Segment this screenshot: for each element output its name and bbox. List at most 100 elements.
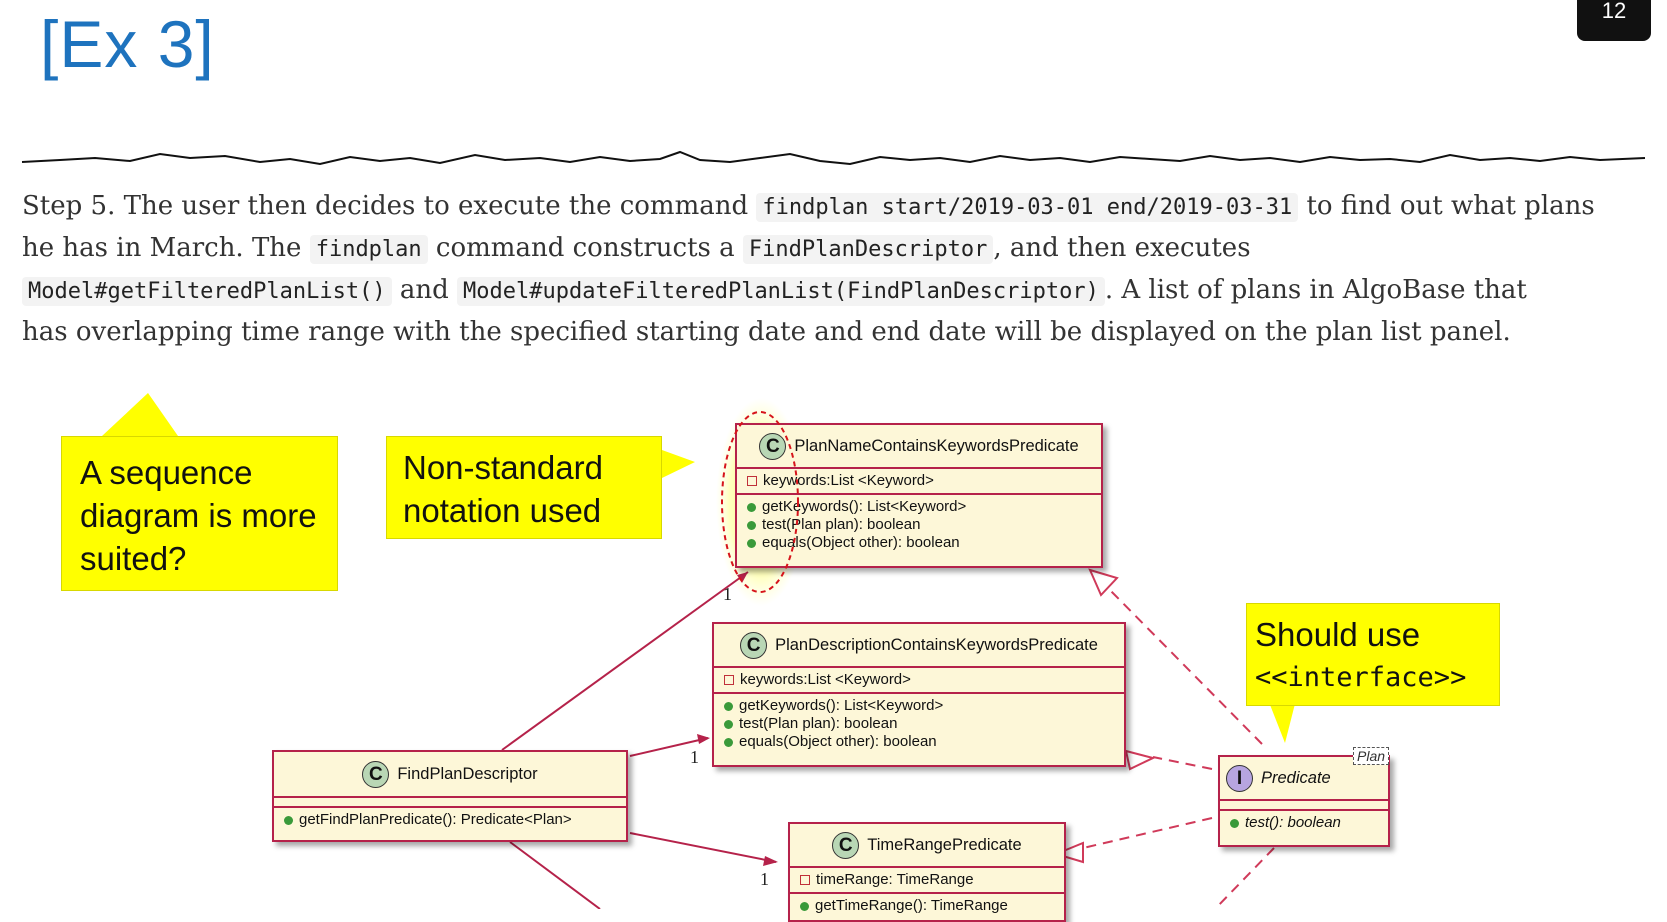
note-sequence-diagram: A sequence diagram is more suited? <box>61 436 338 591</box>
public-method-icon <box>724 719 733 729</box>
uml-fields: timeRange: TimeRange <box>790 868 1064 894</box>
class-icon: C <box>759 432 787 460</box>
uml-method: equals(Object other): boolean <box>739 733 937 750</box>
uml-method: getFindPlanPredicate(): Predicate<Plan> <box>299 811 572 828</box>
uml-fields: keywords:List <Keyword> <box>714 668 1124 694</box>
association-arrowhead <box>697 734 710 744</box>
uml-method: equals(Object other): boolean <box>762 534 960 551</box>
public-method-icon <box>747 502 756 512</box>
note-text: notation used <box>403 492 602 529</box>
paragraph-text: command constructs a <box>427 233 743 263</box>
uml-field: keywords:List <Keyword> <box>763 472 934 489</box>
uml-methods: getFindPlanPredicate(): Predicate<Plan> <box>274 808 626 832</box>
multiplicity-label: 1 <box>723 584 732 604</box>
class-icon: C <box>740 631 768 659</box>
uml-method: test(): boolean <box>1245 814 1341 831</box>
paragraph-text: to find out what plans <box>1298 191 1595 221</box>
association-line <box>629 737 709 757</box>
uml-class-name: PlanNameContainsKeywordsPredicate <box>794 436 1079 455</box>
uml-class-header: C FindPlanDescriptor <box>274 752 626 798</box>
highlight-ellipse <box>721 411 799 593</box>
note-nonstandard-notation: Non-standard notation used <box>386 436 662 539</box>
uml-method: test(Plan plan): boolean <box>762 516 921 533</box>
uml-fields-empty <box>1220 801 1388 811</box>
public-method-icon <box>724 701 733 711</box>
uml-field: timeRange: TimeRange <box>816 871 974 888</box>
uml-fields-empty <box>274 798 626 808</box>
association-line <box>509 841 601 909</box>
realization-line <box>1214 847 1275 909</box>
inline-code: FindPlanDescriptor <box>742 235 994 264</box>
paragraph-line-2: he has in March. The findplan command co… <box>22 233 1251 264</box>
realization-line <box>1102 582 1263 745</box>
uml-class-header: C PlanNameContainsKeywordsPredicate <box>737 425 1101 469</box>
public-method-icon <box>1230 818 1239 828</box>
uml-method: test(Plan plan): boolean <box>739 715 898 732</box>
uml-class-find-plan-descriptor: C FindPlanDescriptor getFindPlanPredicat… <box>272 750 628 842</box>
uml-methods: test(): boolean <box>1220 811 1388 835</box>
uml-class-plan-name-contains-keywords-predicate: C PlanNameContainsKeywordsPredicate keyw… <box>735 423 1103 568</box>
uml-methods: getKeywords(): List<Keyword> test(Plan p… <box>714 694 1124 754</box>
private-field-icon <box>724 675 734 686</box>
public-method-icon <box>800 901 809 911</box>
note-text: Should use <box>1255 616 1421 653</box>
private-field-icon <box>800 875 810 886</box>
realization-triangle <box>1124 749 1156 771</box>
public-method-icon <box>724 737 733 747</box>
realization-triangle <box>1052 841 1084 864</box>
type-parameter-box: Plan <box>1353 747 1390 765</box>
uml-class-header: C PlanDescriptionContainsKeywordsPredica… <box>714 624 1124 668</box>
uml-fields: keywords:List <Keyword> <box>737 469 1101 495</box>
inline-code: Model#updateFilteredPlanList(FindPlanDes… <box>457 277 1105 306</box>
multiplicity-label: 1 <box>690 747 699 767</box>
uml-class-name: PlanDescriptionContainsKeywordsPredicate <box>775 635 1098 654</box>
class-icon: C <box>362 760 390 788</box>
multiplicity-label: 1 <box>760 869 769 889</box>
realization-line <box>1152 756 1213 770</box>
uml-field: keywords:List <Keyword> <box>740 671 911 688</box>
private-field-icon <box>747 476 757 487</box>
inline-code: findplan <box>309 235 428 264</box>
uml-method: getTimeRange(): TimeRange <box>815 897 1008 914</box>
uml-method: getKeywords(): List<Keyword> <box>762 498 967 515</box>
paragraph-text: . A list of plans in AlgoBase that <box>1104 275 1527 305</box>
public-method-icon <box>284 815 293 825</box>
slide-title: [Ex 3] <box>40 7 215 81</box>
note-text: suited? <box>80 540 187 577</box>
uml-interface-predicate: I Predicate test(): boolean <box>1218 755 1390 847</box>
uml-class-plan-description-contains-keywords-predicate: C PlanDescriptionContainsKeywordsPredica… <box>712 622 1126 767</box>
uml-methods: getTimeRange(): TimeRange <box>790 894 1064 918</box>
public-method-icon <box>747 538 756 548</box>
uml-class-name: FindPlanDescriptor <box>397 764 538 783</box>
paragraph-line-4: has overlapping time range with the spec… <box>22 317 1511 347</box>
paragraph-line-1: Step 5. The user then decides to execute… <box>22 191 1595 222</box>
paragraph-text: he has in March. The <box>22 233 310 263</box>
inline-code: Model#getFilteredPlanList() <box>22 277 392 306</box>
uml-methods: getKeywords(): List<Keyword> test(Plan p… <box>737 495 1101 555</box>
association-arrowhead <box>763 856 778 866</box>
note-use-interface: Should use <<interface>> <box>1246 603 1500 706</box>
page-number: 12 <box>1577 0 1651 41</box>
inline-code: findplan start/2019-03-01 end/2019-03-31 <box>756 193 1299 222</box>
paragraph-text: Step 5. The user then decides to execute… <box>22 191 757 221</box>
uml-class-name: TimeRangePredicate <box>867 835 1022 854</box>
interface-icon: I <box>1226 764 1253 792</box>
paragraph-line-3: Model#getFilteredPlanList() and Model#up… <box>22 275 1527 306</box>
uml-class-header: C TimeRangePredicate <box>790 824 1064 868</box>
uml-class-time-range-predicate: C TimeRangePredicate timeRange: TimeRang… <box>788 822 1066 922</box>
realization-line <box>1082 817 1213 849</box>
realization-triangle <box>1088 568 1119 597</box>
note-pointer <box>662 450 695 478</box>
public-method-icon <box>747 520 756 530</box>
paragraph-text: , and then executes <box>993 233 1251 263</box>
association-arrowhead <box>737 572 748 583</box>
torn-edge-divider <box>21 150 1646 166</box>
class-icon: C <box>832 831 860 859</box>
uml-method: getKeywords(): List<Keyword> <box>739 697 944 714</box>
uml-class-name: Predicate <box>1261 768 1331 787</box>
association-line <box>629 832 777 863</box>
note-text: Non-standard <box>403 449 603 486</box>
note-text: A sequence <box>80 454 253 491</box>
note-pointer <box>102 393 178 436</box>
paragraph-text: and <box>391 275 458 305</box>
